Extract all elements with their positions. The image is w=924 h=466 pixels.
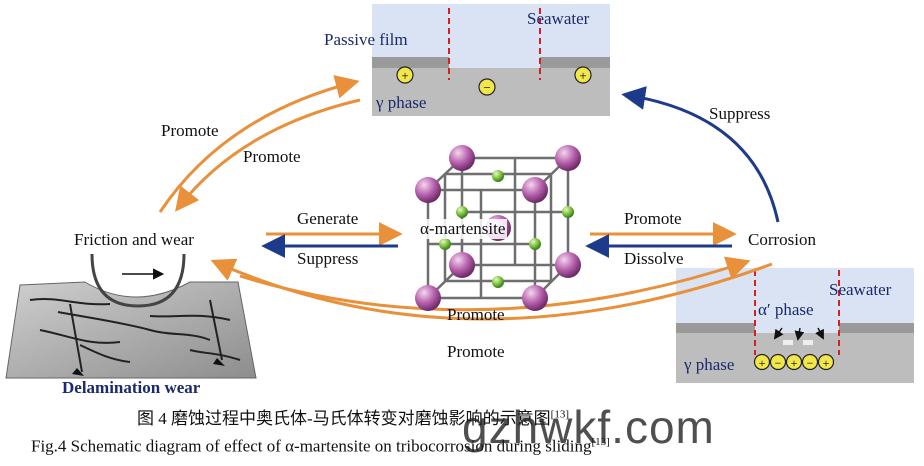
seawater-label: Seawater [527,9,590,28]
suppress-arrow-right [621,86,780,223]
charge-negative-icon: − [769,353,787,371]
svg-text:+: + [759,356,766,370]
atom-purple [522,177,548,203]
promote-label-mid-right: Promote [624,209,682,228]
charge-negative-icon: − [478,78,496,96]
atom-purple [415,285,441,311]
gamma-phase-label-corrosion: γ phase [684,355,735,374]
delamination-wear-label: Delamination wear [62,378,201,397]
charge-positive-icon: + [785,353,803,371]
figure-caption-chinese: 图 4 磨蚀过程中奥氏体-马氏体转变对磨蚀影响的示意图[13] [137,404,569,429]
atom-green [456,206,468,218]
svg-text:−: − [775,356,782,370]
charge-positive-icon: + [753,353,771,371]
alpha-prime-phase-label: α′ phase [758,300,814,320]
svg-text:+: + [579,68,586,83]
passive-film-panel: + − + [372,4,610,116]
caption-english-text: Fig.4 Schematic diagram of effect of α-m… [31,436,592,456]
svg-text:+: + [401,68,408,83]
gamma-phase-label: γ phase [376,93,427,112]
promote-label-upper-2: Promote [243,147,301,166]
dissolution-arrow-icon [794,327,805,341]
generate-label: Generate [297,209,359,228]
dissolve-label: Dissolve [624,249,684,268]
atom-green [562,206,574,218]
atom-green [439,238,451,250]
atom-green [492,170,504,182]
figure-caption-english: Fig.4 Schematic diagram of effect of α-m… [31,436,610,457]
corrosion-label: Corrosion [748,230,816,249]
atom-green [529,238,541,250]
passive-film-label: Passive film [324,30,408,49]
charge-positive-icon: + [396,66,414,84]
charge-positive-icon: + [574,66,592,84]
svg-text:+: + [823,356,830,370]
svg-text:+: + [791,356,798,370]
seawater-label-corrosion: Seawater [829,280,892,299]
film-breach [449,57,540,68]
alpha-martensite-label: α-martensite [418,219,508,239]
dissolution-arrow-icon [815,327,824,340]
promote-label-upper-1: Promote [161,121,219,140]
atom-purple [522,285,548,311]
delamination-wear-illustration [5,253,257,379]
caption-english-ref: [13] [591,436,610,448]
svg-text:−: − [483,80,490,95]
suppress-label-right: Suppress [709,104,771,123]
friction-and-wear-label: Friction and wear [74,230,194,249]
atom-purple [449,252,475,278]
seawater-region [372,4,610,57]
caption-chinese-ref: [13] [550,408,569,421]
charge-positive-icon: + [817,353,835,371]
charge-negative-icon: − [801,353,819,371]
promote-label-lower-2: Promote [447,342,505,361]
sliding-counterbody [90,253,186,308]
promote-label-lower-1: Promote [447,305,505,324]
watermark: gzhwkf.com [462,401,715,453]
corrosion-panel: + − + − + [676,268,914,383]
promote-arrow-upper-inner [175,98,361,212]
atom-purple [449,145,475,171]
caption-chinese-text: 图 4 磨蚀过程中奥氏体-马氏体转变对磨蚀影响的示意图 [137,409,551,428]
dissolution-arrow-icon [773,327,784,340]
film-breach [755,323,839,333]
atom-purple [555,252,581,278]
svg-text:−: − [807,356,814,370]
promote-arrow-lower-inner [239,256,751,312]
atom-purple [415,177,441,203]
atom-green [492,276,504,288]
worn-surface [5,281,257,379]
suppress-label-left: Suppress [297,249,359,268]
atom-purple [555,145,581,171]
